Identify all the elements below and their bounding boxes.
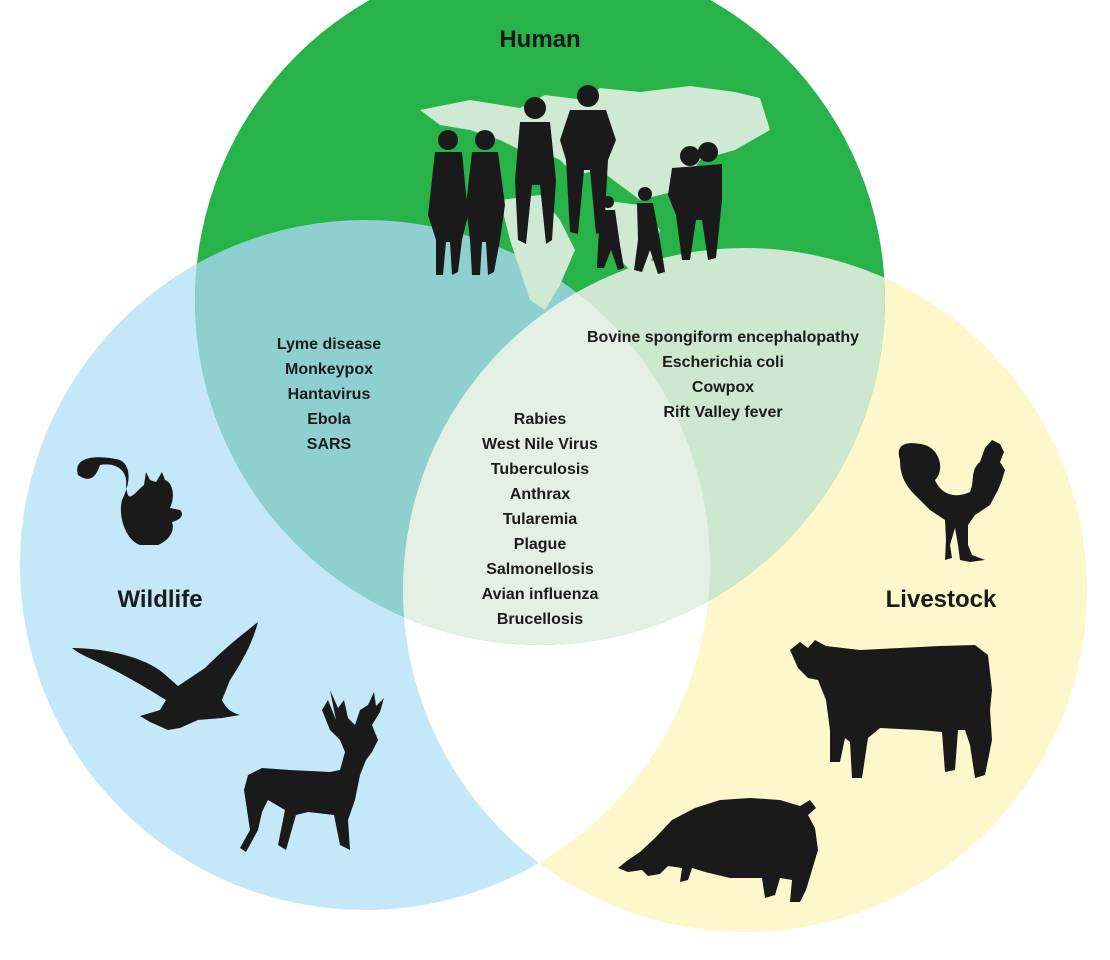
rooster-icon — [898, 440, 1005, 562]
human-livestock-diseases: Bovine spongiform encephalopathyEscheric… — [587, 329, 859, 421]
disease-item: Tularemia — [503, 511, 578, 528]
disease-item: Brucellosis — [497, 611, 583, 628]
livestock-label: Livestock — [886, 586, 997, 613]
disease-item: Plague — [514, 536, 567, 553]
people-group-icon — [428, 85, 722, 275]
disease-item: Bovine spongiform encephalopathy — [587, 329, 859, 346]
squirrel-icon — [77, 457, 183, 545]
disease-item: Avian influenza — [482, 586, 599, 603]
pig-icon — [618, 798, 818, 902]
disease-item: SARS — [307, 436, 352, 453]
disease-item: Rabies — [514, 411, 567, 428]
disease-item: West Nile Virus — [482, 436, 598, 453]
human-label: Human — [499, 26, 580, 53]
disease-item: Tuberculosis — [491, 461, 589, 478]
disease-item: Ebola — [307, 411, 351, 428]
disease-item: Salmonellosis — [486, 561, 594, 578]
disease-item: Escherichia coli — [662, 354, 784, 371]
disease-item: Monkeypox — [285, 361, 373, 378]
bird-icon — [72, 622, 258, 730]
all-three-overlap — [403, 248, 710, 645]
disease-item: Hantavirus — [288, 386, 371, 403]
cow-icon — [790, 640, 992, 778]
disease-item: Lyme disease — [277, 336, 381, 353]
disease-item: Anthrax — [510, 486, 571, 503]
wildlife-label: Wildlife — [117, 586, 202, 613]
disease-item: Cowpox — [692, 379, 754, 396]
deer-icon — [240, 690, 384, 852]
disease-item: Rift Valley fever — [663, 404, 782, 421]
